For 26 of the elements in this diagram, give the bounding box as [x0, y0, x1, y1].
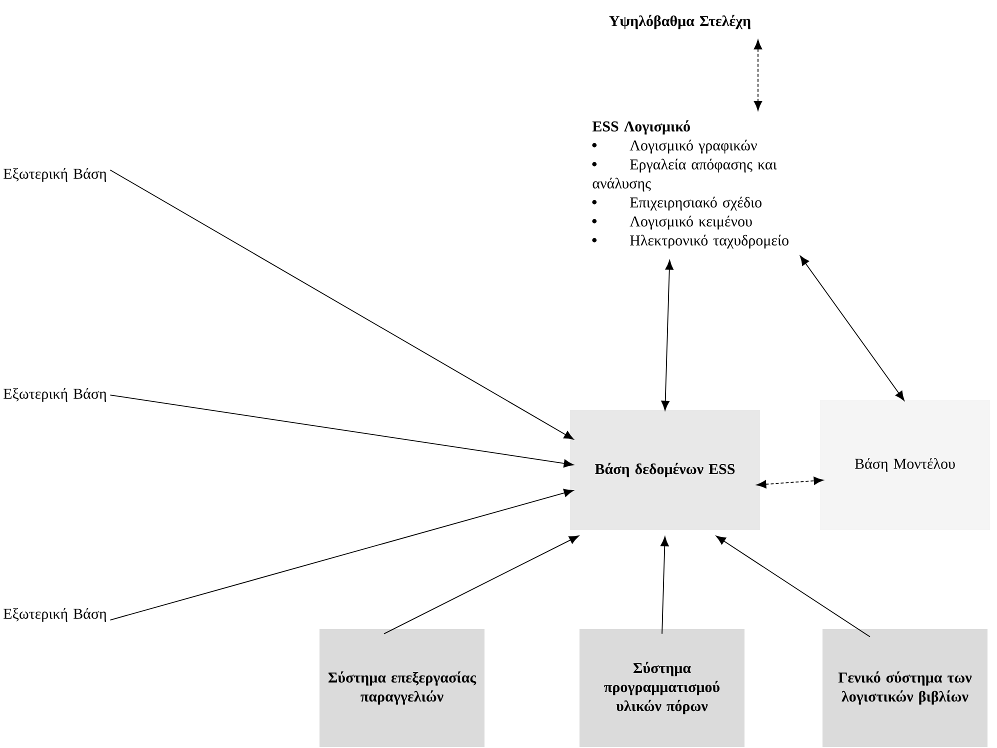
arrow — [800, 256, 904, 401]
system-box: Γενικό σύστημα των λογιστικών βιβλίων — [822, 629, 988, 747]
node-label: Επιχειρησιακό σχέδιο — [630, 196, 762, 211]
arrow — [384, 536, 579, 634]
model-box: Βάση Μοντέλου — [820, 400, 990, 530]
node-label: Εργαλεία απόφασης και ανάλυσης — [592, 158, 777, 192]
node-label: Λογισμικό κειμένου — [630, 216, 752, 230]
source-label: Εξωτερική Βάση — [4, 608, 106, 622]
arrow — [716, 536, 870, 638]
source-label: Εξωτερική Βάση — [4, 388, 106, 402]
arrow — [754, 40, 762, 111]
software-list: ESS Λογισμικό Λογισμικό γραφικών Εργαλεία απόφασης και ανάλυσης Επιχειρησιακό σχέδιο Λογισμικό κειμένου Ηλεκτρονικό ταχυδρομείο — [592, 120, 788, 249]
node-label: Ηλεκτρονικό ταχυδρομείο — [630, 234, 788, 249]
arrow — [756, 476, 824, 488]
arrow — [110, 394, 574, 468]
system-box: Σύστημα προγραμματισμού υλικών πόρων — [580, 629, 744, 747]
system-box: Σύστημα επεξεργασίας παραγγελιών — [320, 629, 484, 747]
arrow — [661, 260, 674, 411]
node-label: Λογισμικό γραφικών — [630, 140, 757, 154]
arrow — [110, 170, 574, 440]
arrow — [660, 536, 669, 634]
database-box: Βάση δεδομένων ESS — [570, 410, 760, 530]
arrow — [110, 488, 574, 620]
role-label: Υψηλόβαθμα Στελέχη — [609, 14, 750, 30]
node-label: ESS Λογισμικό — [592, 120, 690, 135]
source-label: Εξωτερική Βάση — [4, 168, 106, 182]
